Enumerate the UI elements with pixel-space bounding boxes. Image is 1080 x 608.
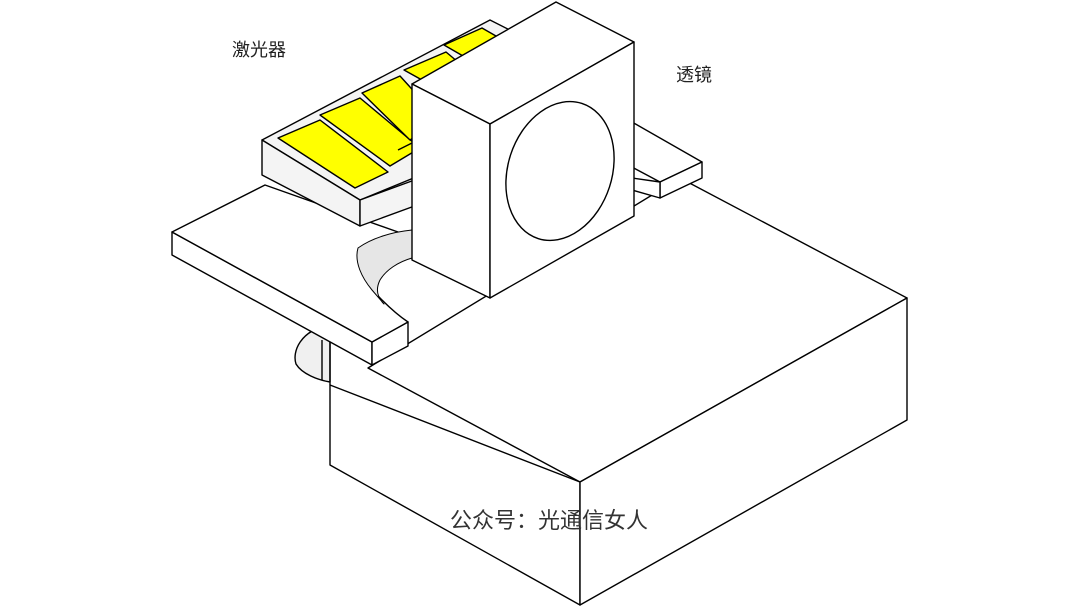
lens-optic xyxy=(505,100,615,242)
laser-pad-1 xyxy=(277,119,389,189)
support-post-body xyxy=(294,324,331,383)
right-ledge-left xyxy=(631,177,661,199)
laser-label: 激光器 xyxy=(232,40,286,61)
left-shelf xyxy=(171,184,416,366)
shelf-hole xyxy=(356,229,413,305)
lens-block xyxy=(411,1,635,299)
base-right-face xyxy=(579,297,908,606)
lens-label: 透镜 xyxy=(676,65,712,86)
watermark-text: 公众号：光通信女人 xyxy=(450,509,649,534)
base-block xyxy=(329,177,908,606)
